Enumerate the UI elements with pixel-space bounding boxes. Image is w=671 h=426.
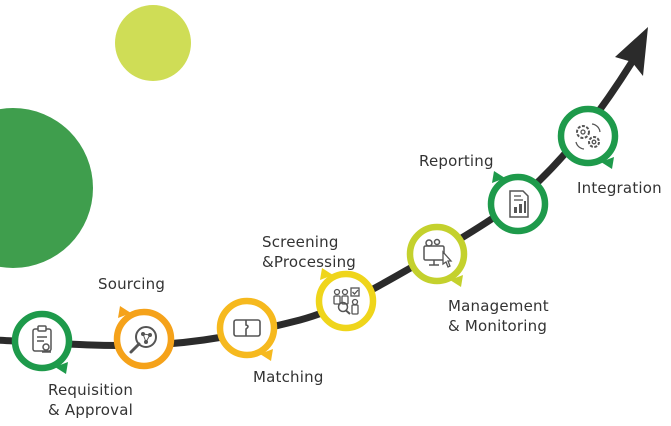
step-4 <box>315 268 377 332</box>
decorative-lime-circle <box>115 5 191 81</box>
step-7-pointer <box>601 157 614 169</box>
magnifier-network-icon <box>129 326 157 354</box>
step-5-pointer <box>450 275 463 287</box>
clipboard-stamp-icon <box>32 325 52 353</box>
step-6 <box>487 171 549 235</box>
step-2-pointer <box>118 306 131 318</box>
candidates-screening-icon <box>333 287 360 315</box>
label-matching: Matching <box>253 368 324 386</box>
monitor-gears-icon <box>423 238 453 268</box>
decorative-green-circle <box>0 108 93 268</box>
step-6-ring <box>487 173 549 235</box>
label-sourcing: Sourcing <box>98 275 166 293</box>
arrow-head <box>615 27 648 76</box>
report-chart-icon <box>509 190 529 218</box>
step-7 <box>557 105 619 169</box>
step-2 <box>113 306 175 370</box>
step-1-pointer <box>55 362 68 374</box>
label-reporting: Reporting <box>419 152 494 170</box>
step-4-pointer <box>320 268 333 280</box>
step-4-ring <box>315 270 377 332</box>
steps-layer <box>11 105 619 374</box>
label-integration: Integration <box>577 179 662 197</box>
label-screening: Screening &Processing <box>262 233 356 271</box>
label-management: Management & Monitoring <box>448 297 549 335</box>
step-3 <box>216 297 278 361</box>
gears-cycle-icon <box>575 123 601 150</box>
puzzle-match-icon <box>233 319 261 337</box>
step-3-pointer <box>260 349 273 361</box>
label-requisition: Requisition & Approval <box>48 381 134 419</box>
step-2-ring <box>113 308 175 370</box>
step-6-pointer <box>492 171 505 183</box>
step-5 <box>406 223 468 287</box>
step-7-ring <box>557 105 619 167</box>
step-5-ring <box>406 223 468 285</box>
step-1 <box>11 310 73 374</box>
